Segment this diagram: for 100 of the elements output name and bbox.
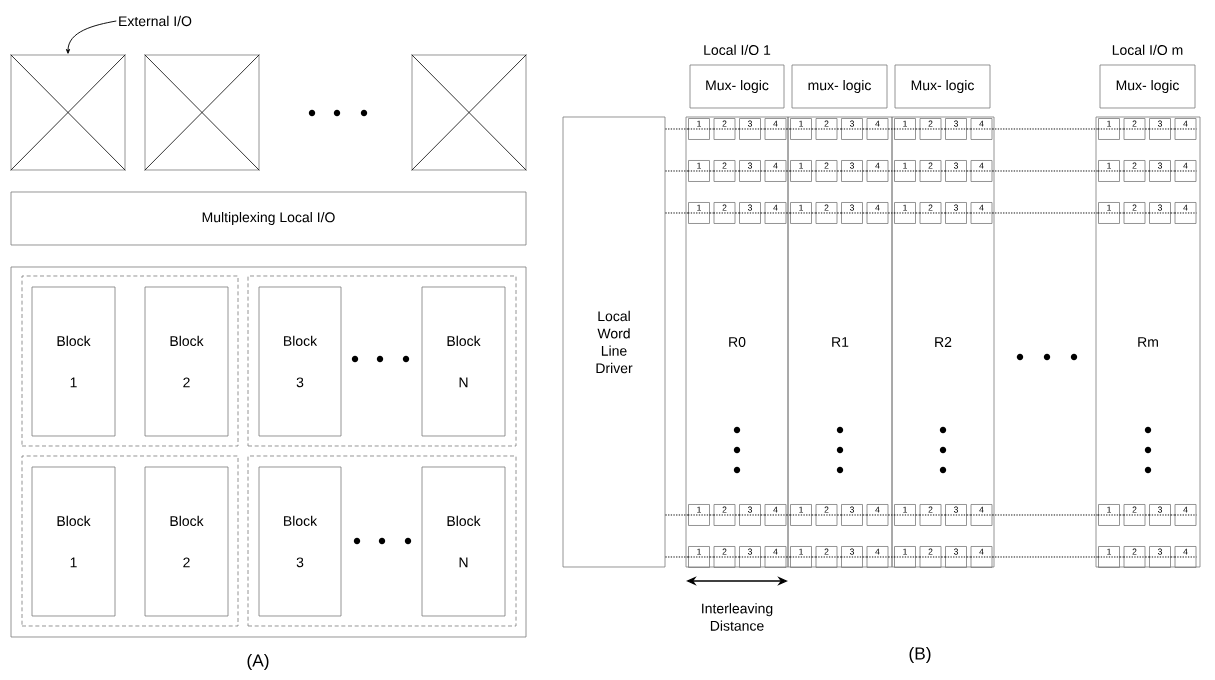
- word-line: [991, 128, 1099, 130]
- dashed-group-box: [21, 275, 239, 447]
- dashed-group-box: [247, 455, 517, 627]
- word-line: [811, 128, 817, 130]
- cell-box: 1: [789, 202, 813, 224]
- word-line: [991, 212, 1099, 214]
- cell-box: 3: [1148, 504, 1172, 526]
- cell-box: 2: [815, 202, 838, 224]
- cell-box: 1: [789, 118, 813, 140]
- block-box: Block N: [421, 466, 506, 617]
- cell-box: 2: [815, 546, 838, 568]
- block-box: Block 3: [258, 286, 342, 437]
- cell-box: 1: [1097, 546, 1121, 568]
- block-box: Block 2: [144, 466, 229, 617]
- dashed-group-box: [21, 455, 239, 627]
- cell-box: 2: [1123, 118, 1146, 140]
- cell-box: 1: [1097, 160, 1121, 182]
- cell-box: 4: [866, 546, 889, 568]
- cell-box: 4: [866, 504, 889, 526]
- word-line: [862, 556, 868, 558]
- word-line: [785, 556, 791, 558]
- cell-box: 1: [893, 118, 917, 140]
- cell-box: 1: [1097, 504, 1121, 526]
- word-line: [1144, 212, 1150, 214]
- group-label: Local I/O 1: [704, 44, 771, 55]
- word-line: [836, 170, 842, 172]
- cell-box: 4: [970, 118, 993, 140]
- cell-box: 2: [713, 118, 736, 140]
- cell-box: 4: [764, 504, 787, 526]
- word-line: [1119, 170, 1125, 172]
- cell-box: 4: [1174, 118, 1197, 140]
- word-line: [915, 128, 921, 130]
- cell-box: 4: [1174, 504, 1197, 526]
- mux-logic-box: Mux- logic: [894, 64, 991, 109]
- cell-box: 2: [1123, 504, 1146, 526]
- cell-box: 1: [893, 546, 917, 568]
- cell-box: 3: [1148, 202, 1172, 224]
- word-line: [760, 514, 766, 516]
- word-line: [1144, 170, 1150, 172]
- block-box: Block 1: [31, 466, 116, 617]
- cell-box: 3: [1148, 546, 1172, 568]
- block-box: Block 2: [144, 286, 229, 437]
- cell-box: 2: [713, 504, 736, 526]
- cell-box: 1: [1097, 118, 1121, 140]
- cell-box: 3: [738, 118, 762, 140]
- cell-box: 2: [919, 118, 942, 140]
- word-line: [760, 170, 766, 172]
- word-line: [887, 514, 895, 516]
- word-line: [940, 170, 946, 172]
- word-line: [966, 212, 972, 214]
- cell-box: 3: [944, 202, 968, 224]
- cell-box: 1: [893, 504, 917, 526]
- cell-box: 4: [1174, 160, 1197, 182]
- word-line: [887, 556, 895, 558]
- multiplexing-box: Multiplexing Local I/O: [10, 191, 527, 246]
- word-line: [991, 556, 1099, 558]
- cell-box: 2: [919, 504, 942, 526]
- word-line: [915, 212, 921, 214]
- crossed-box: [144, 54, 260, 171]
- cell-box: 2: [713, 160, 736, 182]
- word-line: [940, 556, 946, 558]
- word-line: [940, 212, 946, 214]
- cell-box: 4: [764, 160, 787, 182]
- cell-box: 1: [687, 504, 711, 526]
- cell-box: 1: [893, 160, 917, 182]
- word-line: [966, 514, 972, 516]
- cell-box: 3: [840, 118, 864, 140]
- word-line: [734, 128, 740, 130]
- cell-box: 2: [815, 504, 838, 526]
- cell-box: 2: [919, 202, 942, 224]
- cell-box: 4: [764, 118, 787, 140]
- word-line: [862, 170, 868, 172]
- cell-box: 1: [687, 202, 711, 224]
- cell-box: 1: [1097, 202, 1121, 224]
- cell-box: 2: [919, 546, 942, 568]
- group-label: Local I/O m: [1112, 44, 1183, 55]
- cell-box: 3: [944, 118, 968, 140]
- cell-box: 3: [738, 160, 762, 182]
- array-box: [10, 266, 527, 638]
- word-line: [1119, 556, 1125, 558]
- word-line: [915, 514, 921, 516]
- word-line: [734, 556, 740, 558]
- cell-box: 3: [840, 546, 864, 568]
- panel-label: (A): [247, 653, 269, 671]
- driver-box: Local Word Line Driver: [562, 116, 666, 568]
- word-line: [785, 128, 791, 130]
- cell-box: 3: [840, 504, 864, 526]
- word-line: [887, 212, 895, 214]
- cell-box: 2: [713, 546, 736, 568]
- word-line: [811, 170, 817, 172]
- word-line: [966, 556, 972, 558]
- crossed-box: [10, 54, 126, 171]
- cell-box: 1: [789, 160, 813, 182]
- cell-box: 1: [893, 202, 917, 224]
- word-line: [734, 170, 740, 172]
- word-line: [734, 514, 740, 516]
- word-line: [940, 514, 946, 516]
- cell-box: 3: [1148, 118, 1172, 140]
- cell-box: 1: [687, 118, 711, 140]
- word-line: [862, 514, 868, 516]
